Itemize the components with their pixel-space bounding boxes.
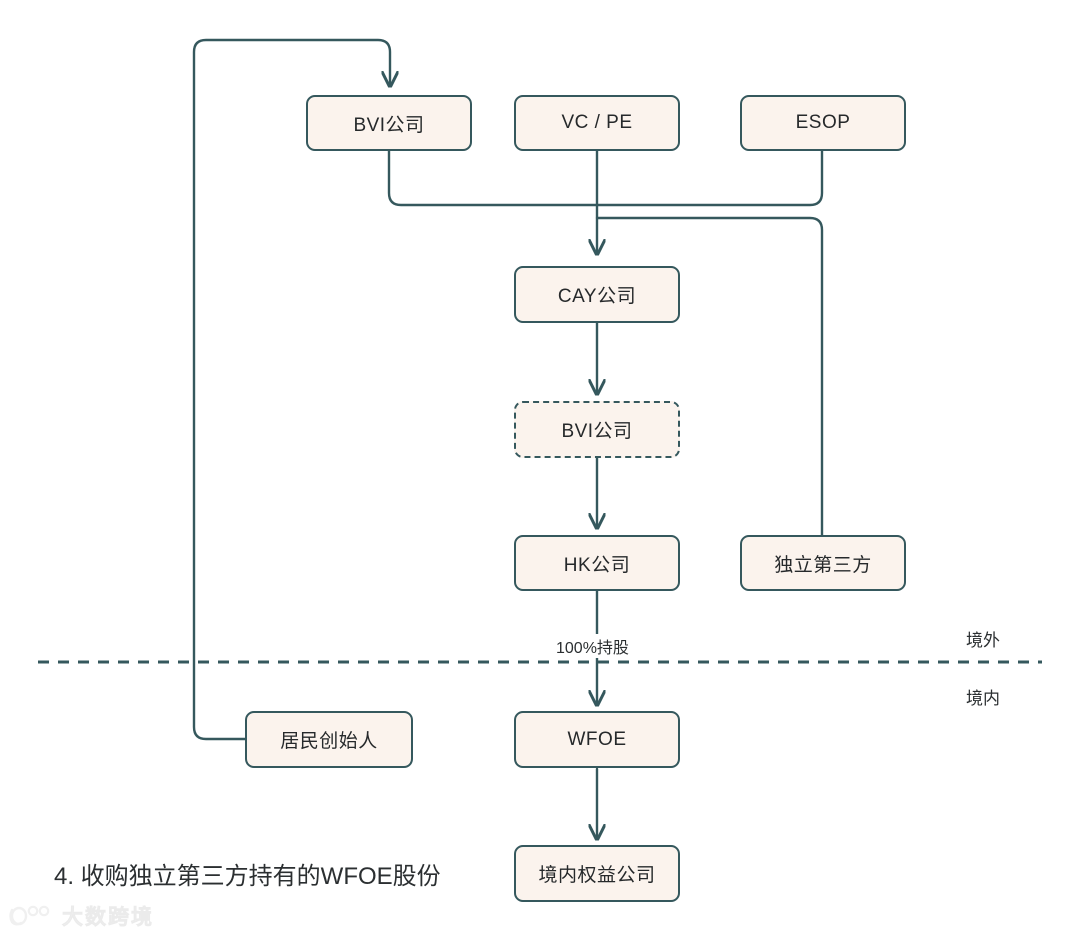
figure-caption: 4. 收购独立第三方持有的WFOE股份 bbox=[54, 863, 441, 890]
node-label: 境内权益公司 bbox=[538, 865, 656, 886]
node-label: WFOE bbox=[567, 728, 627, 750]
node-esop[interactable]: ESOP bbox=[740, 95, 906, 151]
node-bvi-mid[interactable]: BVI公司 bbox=[514, 401, 680, 458]
edge-bvi-top-to-bus bbox=[387, 149, 599, 207]
edge-label-ownership-percentage: 100%持股 bbox=[551, 634, 634, 658]
zone-label-offshore: 境外 bbox=[966, 631, 1000, 650]
node-label: CAY公司 bbox=[557, 286, 637, 307]
node-label: HK公司 bbox=[563, 554, 631, 576]
node-label: 居民创始人 bbox=[280, 731, 378, 752]
zone-label-onshore: 境内 bbox=[966, 689, 1000, 708]
node-vc-pe[interactable]: VC / PE bbox=[514, 95, 680, 151]
watermark: 大数跨境 bbox=[8, 901, 154, 931]
edge-founder-to-bvi-top bbox=[192, 38, 390, 741]
node-hk[interactable]: HK公司 bbox=[514, 535, 680, 591]
node-wfoe[interactable]: WFOE bbox=[514, 711, 680, 768]
node-founder[interactable]: 居民创始人 bbox=[245, 711, 413, 768]
node-domestic-coe[interactable]: 境内权益公司 bbox=[514, 845, 680, 902]
node-cay[interactable]: CAY公司 bbox=[514, 266, 680, 323]
logo-mark-icon bbox=[9, 905, 50, 926]
node-bvi-top[interactable]: BVI公司 bbox=[306, 95, 472, 151]
node-label: VC / PE bbox=[561, 112, 633, 133]
node-third-party[interactable]: 独立第三方 bbox=[740, 535, 906, 591]
node-label: ESOP bbox=[795, 112, 851, 133]
node-label: BVI公司 bbox=[353, 114, 425, 136]
node-label: BVI公司 bbox=[561, 421, 633, 442]
watermark-text: 大数跨境 bbox=[62, 906, 154, 930]
edge-esop-to-bus bbox=[595, 149, 824, 207]
node-label: 独立第三方 bbox=[774, 554, 872, 576]
edge-trunk-to-third-party bbox=[595, 216, 824, 537]
